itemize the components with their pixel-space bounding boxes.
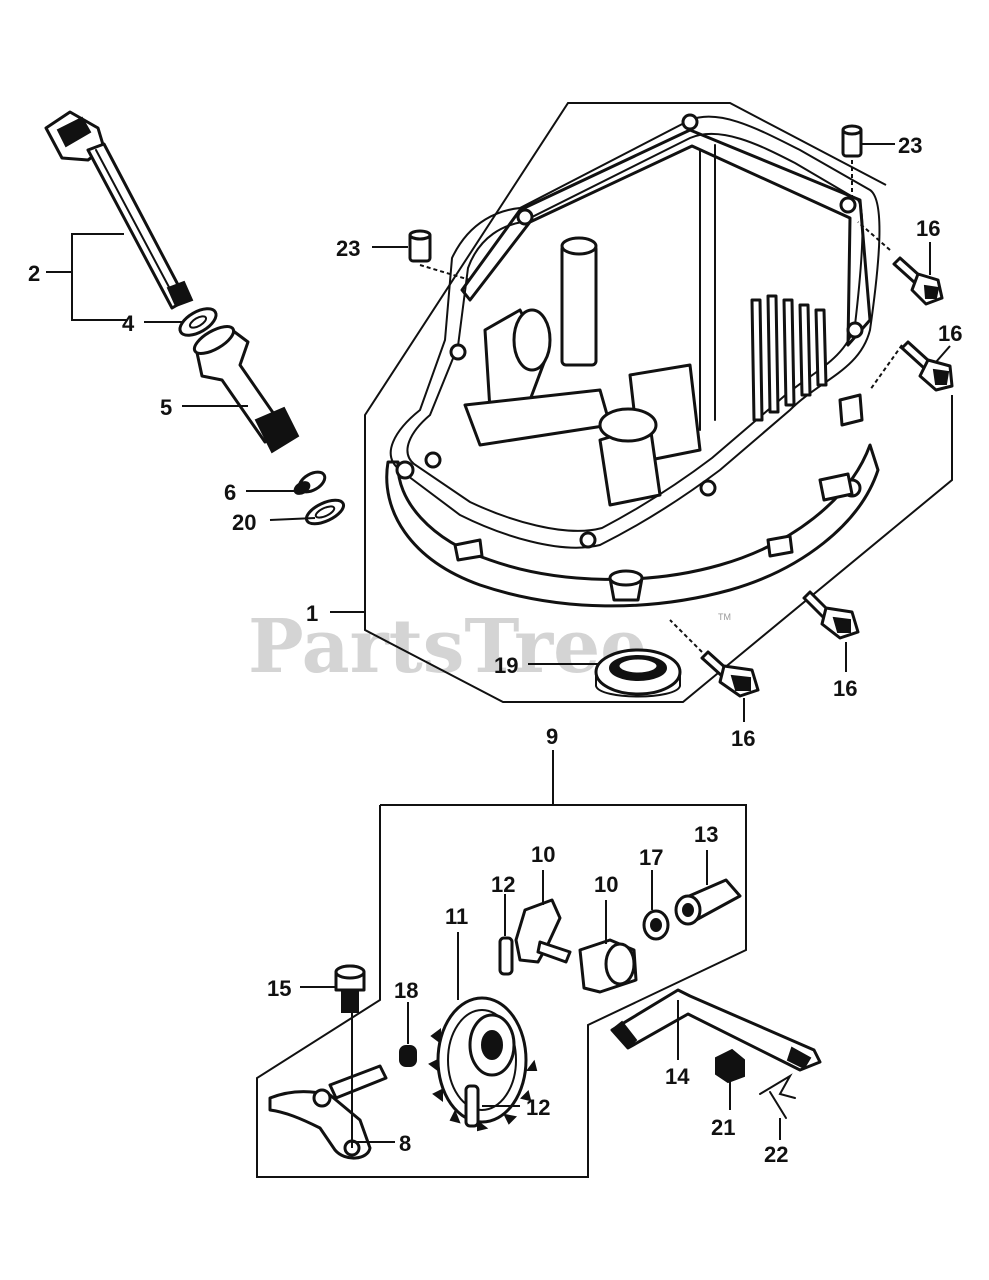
callout-23-left: 23: [336, 236, 360, 261]
callout-13: 13: [694, 822, 718, 847]
callout-12-lower: 12: [526, 1095, 550, 1120]
washer-18: [399, 1002, 417, 1067]
watermark-trademark: TM: [718, 612, 731, 622]
dipstick-assembly: [44, 110, 346, 526]
callout-22: 22: [764, 1142, 788, 1167]
callout-16-top: 16: [916, 216, 940, 241]
callout-11: 11: [445, 904, 468, 929]
oil-seal-19: [528, 648, 682, 698]
leader-2-bracket: [46, 233, 128, 321]
dowel-pin-23-left: [372, 229, 471, 281]
nut-21: [715, 1048, 745, 1110]
callout-2: 2: [28, 261, 40, 286]
callout-6: 6: [224, 480, 236, 505]
callout-10-left: 10: [531, 842, 555, 867]
governor-lever-14: [610, 988, 822, 1072]
assembly-9-outline: [256, 750, 747, 1178]
callout-5: 5: [160, 395, 172, 420]
shaft-13: [674, 850, 742, 926]
watermark-text: PartsTree: [248, 604, 647, 690]
governor-weight-10b: [578, 900, 638, 994]
pin-12-lower: [464, 1084, 520, 1128]
callout-9: 9: [546, 724, 558, 749]
pin-12-upper: [498, 894, 514, 976]
callout-16-bottom: 16: [731, 726, 755, 751]
callout-1: 1: [306, 601, 318, 626]
bolt-16-c: [802, 590, 860, 672]
crankcase-cover: [385, 113, 881, 608]
governor-arm-8: [268, 1008, 395, 1160]
governor-gear-11: [428, 932, 538, 1132]
leader-20: [269, 517, 316, 521]
callout-15: 15: [267, 976, 291, 1001]
bolt-16-d: [669, 619, 760, 722]
washer-17: [642, 870, 670, 941]
callout-19: 19: [494, 653, 518, 678]
callout-12-upper: 12: [491, 872, 515, 897]
callout-23-right: 23: [898, 133, 922, 158]
bolt-15: [300, 964, 366, 1013]
clip-22: [759, 1073, 796, 1140]
bolt-16-b: [869, 340, 954, 392]
callout-10-right: 10: [594, 872, 618, 897]
callout-4: 4: [122, 311, 135, 336]
callout-17: 17: [639, 845, 663, 870]
bolt-16-a: [857, 221, 944, 306]
dowel-pin-23-right: [841, 124, 895, 200]
assembly-1-outline: [364, 102, 953, 703]
governor-weight-10a: [514, 870, 572, 964]
callout-18: 18: [394, 978, 418, 1003]
callout-16-lower-right: 16: [833, 676, 857, 701]
callout-20: 20: [232, 510, 256, 535]
callout-16-right: 16: [938, 321, 962, 346]
callout-8: 8: [399, 1131, 411, 1156]
callout-14: 14: [665, 1064, 690, 1089]
callout-21: 21: [711, 1115, 735, 1140]
